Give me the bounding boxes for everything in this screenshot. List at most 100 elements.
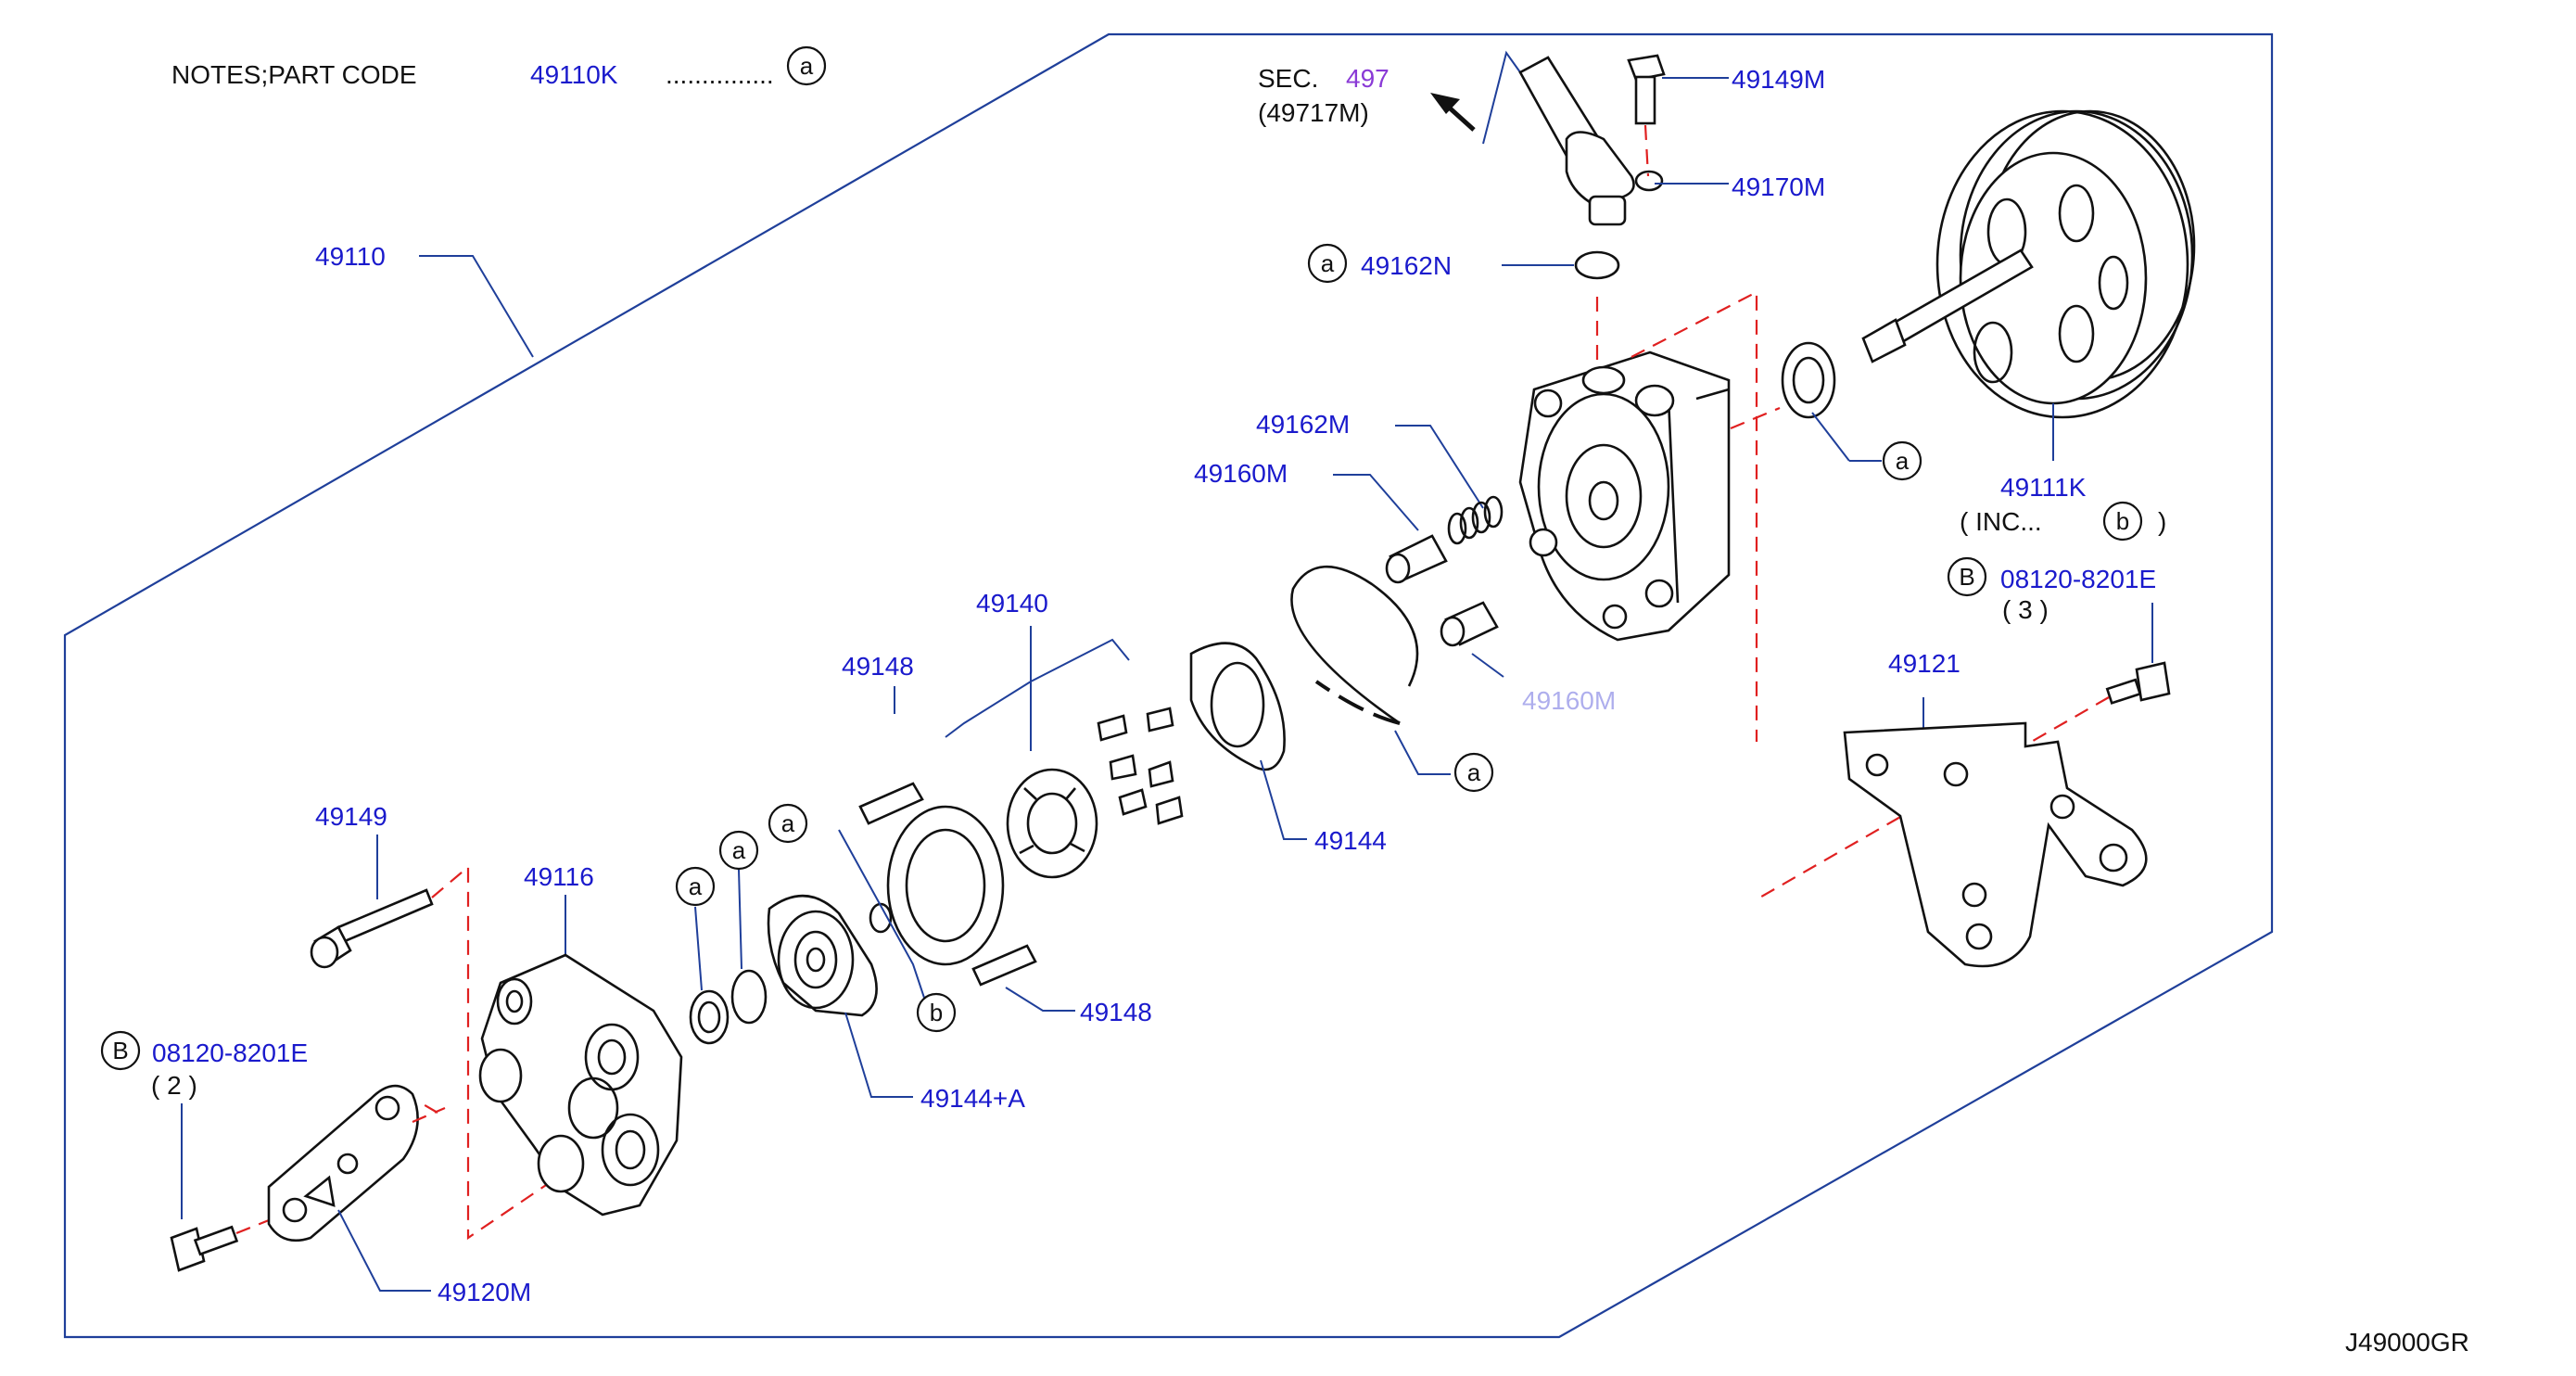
- outlet-fitting-part: [1518, 56, 1664, 226]
- sec-label: SEC.: [1258, 64, 1318, 93]
- leader-seal-a: [1811, 412, 1850, 462]
- vanes-part: [1097, 707, 1184, 825]
- svg-text:a: a: [800, 52, 814, 80]
- svg-text:b: b: [2116, 507, 2129, 535]
- callout-B-right: B: [1947, 556, 1987, 597]
- arrow-icon: [1430, 93, 1476, 132]
- seal-ring-part: [1290, 565, 1419, 725]
- spring-49162M-part: [1447, 495, 1504, 545]
- pin-top-part: [858, 782, 924, 825]
- front-cover-dash: [431, 864, 613, 1241]
- label-49162M: 49162M: [1256, 410, 1350, 439]
- leader-b-small-ring: [838, 829, 928, 1007]
- callout-B-left: B: [100, 1030, 141, 1071]
- svg-text:a: a: [732, 836, 746, 864]
- label-49140: 49140: [976, 589, 1048, 618]
- oil-seal-part: [1781, 341, 1836, 419]
- bracket-left-axis: [412, 1106, 446, 1124]
- valve-49160M-part: [1385, 534, 1448, 584]
- sec-number: 497: [1346, 64, 1390, 93]
- callout-a-left: a: [675, 866, 716, 907]
- label-49149: 49149: [315, 802, 387, 831]
- leader-a-mid: [738, 869, 742, 970]
- leader-49140-b: [945, 681, 1032, 738]
- mounting-bracket-left-part: [267, 1084, 419, 1242]
- notes-prefix: NOTES;PART CODE: [171, 60, 417, 89]
- label-49162N: 49162N: [1361, 251, 1452, 280]
- leader-49110: [419, 255, 534, 358]
- pulley-shaft-part: [1861, 109, 2196, 419]
- notes-dots: ...............: [666, 60, 774, 89]
- callout-a-small-ring: a: [768, 803, 808, 844]
- label-08120-right: 08120-8201E: [2000, 565, 2156, 593]
- svg-text:B: B: [112, 1037, 128, 1064]
- leader-49162M: [1395, 425, 1484, 509]
- callout-b-small-ring: b: [916, 992, 957, 1033]
- rotor-part: [1006, 768, 1098, 879]
- assembly-frame: [63, 32, 2274, 1339]
- bolt-right-part: [2105, 661, 2171, 705]
- label-08120-left: 08120-8201E: [152, 1038, 308, 1067]
- label-49144: 49144: [1314, 826, 1387, 855]
- svg-text:a: a: [1321, 249, 1335, 277]
- label-qty-left: ( 2 ): [151, 1071, 197, 1100]
- sec-subref: (49717M): [1258, 98, 1369, 127]
- svg-text:a: a: [1896, 447, 1910, 475]
- label-49144A: 49144+A: [920, 1084, 1025, 1113]
- label-49160M-ghost: 49160M: [1522, 686, 1616, 715]
- label-49149M: 49149M: [1732, 65, 1825, 94]
- callout-a-seal-ring: a: [1453, 752, 1494, 793]
- label-49116: 49116: [524, 862, 594, 891]
- front-cover-part: [478, 953, 683, 1217]
- leader-49144: [1260, 759, 1307, 840]
- valve-lower-part: [1440, 601, 1499, 647]
- callout-a-49162N: a: [1307, 243, 1348, 284]
- mounting-bracket-right-part: [1843, 721, 2148, 968]
- cam-ring-part: [886, 805, 1005, 966]
- svg-text:b: b: [930, 999, 943, 1026]
- bolt-left-part: [170, 1225, 239, 1272]
- leader-49140-a: [1030, 626, 1130, 683]
- o-ring-49162N-part: [1574, 250, 1620, 280]
- sec-leader: [1482, 50, 1521, 145]
- svg-text:a: a: [781, 809, 795, 837]
- callout-a-mid: a: [718, 830, 759, 871]
- label-qty-right: ( 3 ): [2002, 595, 2049, 624]
- notes-callout-a: a: [786, 45, 827, 86]
- pressure-plate-part: [767, 894, 878, 1017]
- label-49121: 49121: [1888, 649, 1961, 678]
- leader-49120M: [337, 1209, 431, 1292]
- o-ring-mid-part: [730, 969, 768, 1025]
- label-49120M: 49120M: [438, 1278, 531, 1306]
- label-49160M: 49160M: [1194, 459, 1288, 488]
- svg-text:a: a: [689, 873, 703, 900]
- front-cover-dash-b: [421, 1102, 438, 1114]
- side-plate-49144-part: [1189, 642, 1286, 771]
- label-49110: 49110: [315, 242, 386, 271]
- label-inc-close: ): [2158, 507, 2166, 536]
- callout-a-seal: a: [1882, 440, 1922, 481]
- oil-seal-small-part: [689, 989, 730, 1045]
- bolt-49149-part: [310, 888, 434, 969]
- notes-part-code: 49110K: [530, 60, 618, 89]
- leader-49160M: [1333, 474, 1419, 531]
- label-49111K: 49111K: [2000, 473, 2087, 502]
- diagram-code: J49000GR: [2345, 1328, 2469, 1357]
- leader-a-left: [694, 906, 703, 991]
- bolt-49149M-part: [1627, 54, 1666, 125]
- label-49148-top: 49148: [842, 652, 914, 681]
- svg-text:a: a: [1467, 758, 1481, 786]
- leader-valve-lower: [1471, 653, 1504, 678]
- callout-b-inc: b: [2102, 501, 2143, 541]
- pump-housing-part: [1518, 350, 1731, 642]
- leader-49144A: [844, 1012, 913, 1098]
- leader-49148-bottom: [1005, 987, 1075, 1012]
- svg-text:B: B: [1959, 563, 1974, 591]
- label-49148-bottom: 49148: [1080, 998, 1152, 1026]
- label-49170M: 49170M: [1732, 172, 1825, 201]
- pin-bottom-part: [971, 944, 1037, 987]
- bolt-49149M-axis: [1643, 124, 1650, 177]
- label-inc: ( INC...: [1960, 507, 2042, 536]
- housing-to-seal-axis: [1730, 406, 1781, 430]
